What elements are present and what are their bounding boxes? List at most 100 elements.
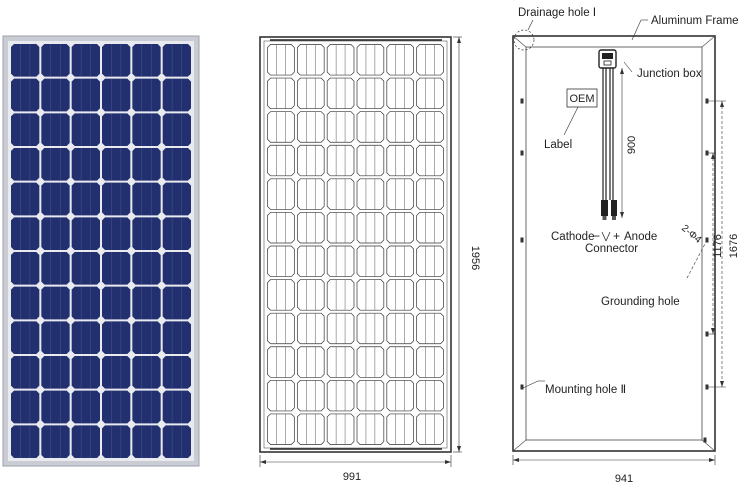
solar-cell <box>71 390 100 424</box>
solar-cell <box>41 78 70 112</box>
line-cell <box>267 44 295 76</box>
solar-cell <box>11 356 40 389</box>
solar-cell <box>41 44 70 77</box>
line-cell <box>416 346 444 378</box>
line-cell <box>296 312 325 345</box>
solar-cell <box>132 113 161 146</box>
frame-hole <box>705 384 709 390</box>
line-cell <box>356 44 385 76</box>
solar-cell <box>71 217 100 250</box>
line-cell <box>356 245 385 277</box>
line-cell <box>296 111 325 143</box>
line-cell <box>326 312 355 345</box>
line-cell <box>267 379 295 412</box>
frame-hole <box>520 237 524 243</box>
frame-hole <box>705 331 709 337</box>
line-cell <box>267 279 295 311</box>
solar-cell <box>132 182 161 216</box>
solar-cell <box>132 286 161 320</box>
solar-cell <box>102 252 131 285</box>
solar-cell <box>71 286 100 320</box>
solar-cell <box>71 252 100 285</box>
height-dimension: 1956 <box>453 36 481 453</box>
back-width-label: 941 <box>615 473 633 485</box>
line-cell <box>296 77 325 110</box>
frame-hole <box>705 98 709 104</box>
drainage-hole-marker <box>513 29 535 51</box>
cable-length-label: 900 <box>626 136 638 154</box>
solar-cell <box>162 44 191 77</box>
line-cell <box>416 413 444 445</box>
solar-cell <box>11 425 40 458</box>
solar-cell <box>132 148 161 181</box>
solar-cell <box>41 390 70 424</box>
line-cell <box>416 44 444 76</box>
solar-cell <box>41 113 70 146</box>
solar-cell <box>162 356 191 389</box>
front-line-drawing: 1956 991 <box>259 36 481 483</box>
line-cell <box>296 245 325 277</box>
line-cell <box>326 111 355 143</box>
solar-cell <box>41 252 70 285</box>
cables <box>602 68 614 200</box>
solar-cell <box>102 113 131 146</box>
solar-cell <box>71 425 100 458</box>
line-cell <box>386 178 415 210</box>
solar-cell <box>71 113 100 146</box>
line-cell <box>326 178 355 210</box>
line-cell <box>356 413 385 445</box>
junction-box <box>598 49 617 69</box>
drainage-hole-label: Drainage hole Ⅰ <box>518 7 596 19</box>
line-cell <box>296 346 325 378</box>
width-dimension: 991 <box>259 455 452 483</box>
solar-cell <box>132 78 161 112</box>
cathode-label: Cathode <box>551 231 594 243</box>
solar-cell <box>162 425 191 458</box>
frame-hole <box>520 384 524 390</box>
solar-cell <box>132 252 161 285</box>
solar-cell <box>132 321 161 354</box>
line-drawing-frame <box>259 36 452 453</box>
solar-cell <box>132 44 161 77</box>
solar-cell <box>102 148 131 181</box>
junction-box-label: Junction box <box>637 68 702 80</box>
line-cell <box>356 379 385 412</box>
back-width-dimension: 941 <box>512 455 716 485</box>
line-cell <box>416 111 444 143</box>
solar-cell <box>71 182 100 216</box>
solar-cell <box>102 321 131 354</box>
line-cell <box>296 144 325 177</box>
solar-cell <box>11 78 40 112</box>
line-cell <box>386 379 415 412</box>
line-cell <box>386 312 415 345</box>
frame-hole <box>703 437 707 443</box>
solar-cell <box>41 321 70 354</box>
line-cell <box>356 279 385 311</box>
line-cell <box>267 77 295 110</box>
solar-cell <box>41 286 70 320</box>
line-cell <box>326 279 355 311</box>
solar-cell <box>102 78 131 112</box>
solar-cell <box>102 356 131 389</box>
line-cell <box>386 279 415 311</box>
line-cell <box>356 77 385 110</box>
solar-cell <box>162 148 191 181</box>
outer-spacing-label: 1676 <box>728 234 740 258</box>
line-cell <box>386 212 415 244</box>
solar-cell <box>132 425 161 458</box>
frame-hole <box>520 98 524 104</box>
line-cell <box>416 245 444 277</box>
line-cell <box>326 44 355 76</box>
line-cell <box>386 111 415 143</box>
solar-cell <box>41 182 70 216</box>
cable-length-dimension: 900 <box>620 68 638 218</box>
hole-spacing-dimensions: 1176 1676 <box>708 100 740 388</box>
solar-cell <box>71 78 100 112</box>
solar-cell <box>162 113 191 146</box>
inner-spacing-label: 1176 <box>712 234 724 258</box>
connectors <box>601 200 617 220</box>
line-cell <box>296 212 325 244</box>
line-cell <box>267 144 295 177</box>
line-cell <box>296 413 325 445</box>
